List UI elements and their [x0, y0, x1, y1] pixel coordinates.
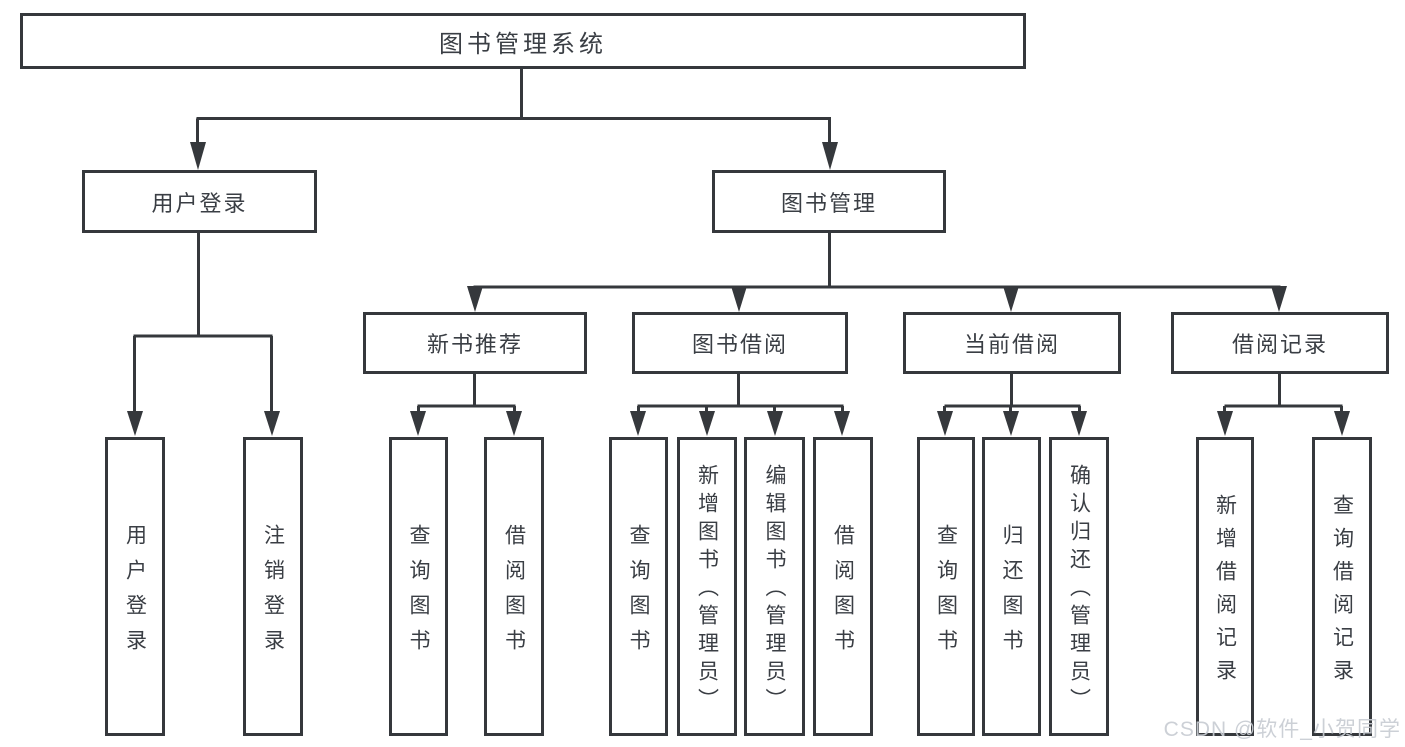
leaf-borrowing-add-books-admin-label: 新增图书（管理员）: [695, 464, 719, 716]
node-book-management: 图书管理: [712, 170, 946, 233]
leaf-logout-label: 注销登录: [261, 523, 285, 664]
node-book-borrowing: 图书借阅: [632, 312, 848, 374]
node-borrowing-records-label: 借阅记录: [1231, 332, 1328, 357]
leaf-borrowing-borrow-books: 借阅图书: [813, 437, 873, 736]
leaf-current-confirm-return-admin: 确认归还（管理员）: [1049, 437, 1109, 736]
connector-arrowheads: [127, 142, 1350, 436]
leaf-records-query: 查询借阅记录: [1312, 437, 1372, 736]
watermark: CSDN @软件_小贺同学: [1163, 718, 1401, 741]
leaf-borrowing-borrow-books-label: 借阅图书: [831, 523, 855, 664]
node-user-login: 用户登录: [82, 170, 317, 233]
leaf-borrowing-add-books-admin: 新增图书（管理员）: [677, 437, 737, 736]
leaf-borrowing-query-books: 查询图书: [609, 437, 668, 736]
node-current-borrowing: 当前借阅: [903, 312, 1121, 374]
node-new-book-recommendation: 新书推荐: [363, 312, 587, 374]
leaf-user-login-label: 用户登录: [123, 523, 147, 664]
node-current-borrowing-label: 当前借阅: [963, 332, 1060, 357]
node-library-system: 图书管理系统: [20, 13, 1026, 69]
node-user-login-label: 用户登录: [151, 190, 248, 216]
node-library-system-label: 图书管理系统: [439, 30, 607, 58]
node-new-book-recommendation-label: 新书推荐: [426, 332, 523, 357]
leaf-records-query-label: 查询借阅记录: [1330, 493, 1354, 692]
leaf-logout: 注销登录: [243, 437, 303, 736]
leaf-current-return-books: 归还图书: [982, 437, 1041, 736]
leaf-borrowing-edit-books-admin: 编辑图书（管理员）: [744, 437, 805, 736]
leaf-records-add: 新增借阅记录: [1196, 437, 1254, 736]
leaf-recommend-borrow-books-label: 借阅图书: [502, 523, 526, 664]
leaf-user-login: 用户登录: [105, 437, 165, 736]
leaf-borrowing-edit-books-admin-label: 编辑图书（管理员）: [763, 464, 786, 716]
leaf-recommend-query-books: 查询图书: [389, 437, 448, 736]
leaf-borrowing-query-books-label: 查询图书: [627, 523, 650, 664]
leaf-current-query-books: 查询图书: [917, 437, 975, 736]
leaf-current-return-books-label: 归还图书: [1000, 523, 1023, 664]
leaf-current-query-books-label: 查询图书: [934, 523, 958, 664]
leaf-current-confirm-return-admin-label: 确认归还（管理员）: [1067, 464, 1091, 716]
leaf-records-add-label: 新增借阅记录: [1213, 493, 1237, 692]
node-borrowing-records: 借阅记录: [1171, 312, 1389, 374]
leaf-recommend-borrow-books: 借阅图书: [484, 437, 544, 736]
leaf-recommend-query-books-label: 查询图书: [407, 523, 430, 664]
node-book-borrowing-label: 图书借阅: [691, 332, 788, 357]
node-book-management-label: 图书管理: [780, 190, 877, 216]
